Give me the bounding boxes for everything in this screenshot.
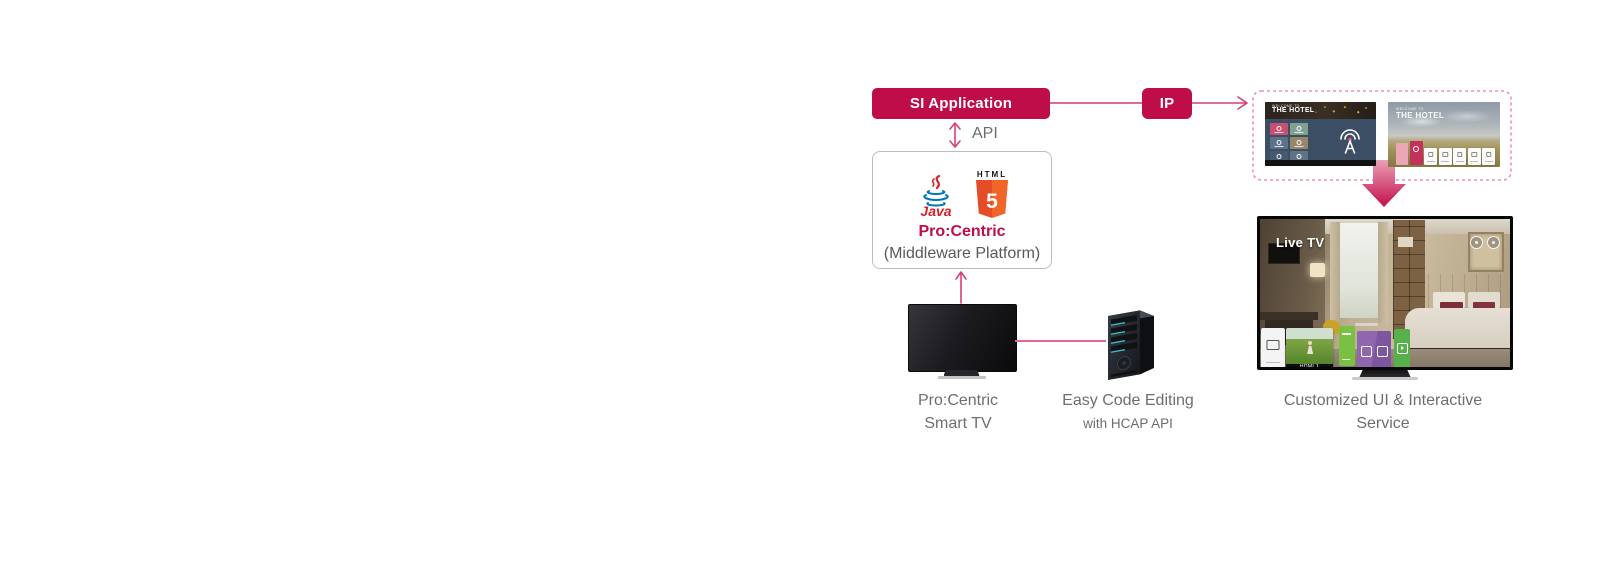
connector-si-to-ip: [1050, 102, 1142, 104]
welcome-label: WELCOME TO: [1272, 104, 1300, 108]
middleware-box: Java HTML 5 Pro:Centric (Middleware Plat…: [872, 151, 1052, 269]
ip-node: IP: [1142, 88, 1192, 119]
app-tile-green: [1339, 326, 1355, 366]
java-label: Java: [920, 203, 952, 219]
middleware-subtitle: (Middleware Platform): [883, 245, 1041, 262]
launcher-tile: [1467, 148, 1481, 165]
hotel-landscape-screen: WELCOME TO THE HOTEL: [1388, 102, 1500, 167]
menu-tile: [1270, 137, 1288, 149]
hdmi-label: HDMI 1: [1286, 364, 1333, 367]
app-icon: [1360, 346, 1372, 357]
si-application-label: SI Application: [909, 95, 1013, 112]
caption-line: with HCAP API: [1083, 416, 1173, 431]
java-logo: Java: [912, 175, 960, 218]
caption-code-editing: Easy Code Editing with HCAP API: [1028, 389, 1228, 435]
caption-line: Pro:Centric: [917, 392, 999, 409]
logo-row: Java HTML 5: [912, 160, 1012, 218]
caption-line: Smart TV: [924, 415, 992, 432]
launcher-tile-row: [1396, 141, 1495, 165]
caption-line: Easy Code Editing: [1062, 392, 1194, 409]
app-tile-purple: [1357, 331, 1391, 367]
menu-tile: [1270, 123, 1288, 135]
server-tower-icon: [1108, 310, 1154, 380]
si-application-node: SI Application: [872, 88, 1050, 119]
tv-input-tile: [1261, 328, 1285, 367]
svg-text:5: 5: [986, 190, 998, 213]
ip-label: IP: [1159, 95, 1175, 112]
hotel-title: THE HOTEL: [1272, 107, 1315, 114]
play-icon: [1396, 343, 1408, 354]
antenna-icon: [1340, 129, 1360, 154]
screen-control-icons: [1470, 236, 1500, 249]
launcher-tile: [1453, 148, 1466, 165]
caption-customized-ui: Customized UI & Interactive Service: [1273, 389, 1493, 435]
launcher-tile: [1424, 148, 1437, 165]
hdmi-preview-tile: HDMI 1: [1286, 328, 1333, 367]
hotel-menu-screen: WELCOME TO THE HOTEL: [1265, 102, 1376, 166]
right-arrow-icon: [1192, 96, 1248, 110]
caption-line: Customized UI & Interactive: [1283, 392, 1483, 409]
caption-line: Service: [1356, 415, 1410, 432]
tv-stand: [1359, 370, 1411, 378]
menu-tile: [1290, 137, 1308, 149]
welcome-label: WELCOME TO: [1396, 107, 1424, 111]
tv-screen: Live TV HDMI 1: [1257, 216, 1513, 370]
middleware-title: Pro:Centric: [918, 223, 1006, 240]
connector-tv-to-server: [1015, 340, 1106, 342]
hotel-menu-header: WELCOME TO THE HOTEL: [1265, 102, 1376, 119]
java-cup-icon: [923, 175, 949, 207]
dashed-group-border: [1252, 90, 1512, 181]
caption-smart-tv: Pro:Centric Smart TV: [858, 389, 1058, 435]
procentric-smart-tv: [908, 304, 1017, 382]
app-icon: [1376, 346, 1388, 357]
tv-stand: [943, 370, 980, 376]
html-label: HTML: [976, 170, 1008, 179]
tv-screen: [908, 304, 1017, 372]
customized-ui-tv: Live TV HDMI 1: [1257, 216, 1513, 382]
menu-bottom-bar: [1265, 160, 1376, 166]
tv-stand-base: [1352, 377, 1418, 380]
app-tile-media: [1394, 329, 1410, 367]
tv-stand-base: [937, 376, 986, 379]
api-label: API: [972, 125, 998, 142]
app-tile-row: HDMI 1: [1261, 326, 1509, 367]
preview-figure: [1307, 340, 1312, 345]
control-circle-icon: [1487, 236, 1500, 249]
launcher-tile: [1482, 148, 1495, 165]
launcher-tile-selected: [1409, 141, 1423, 165]
control-circle-icon: [1470, 236, 1483, 249]
launcher-tile: [1438, 148, 1452, 165]
double-arrow-icon: [949, 122, 961, 148]
html5-logo: HTML 5: [972, 170, 1012, 218]
menu-tile: [1290, 123, 1308, 135]
menu-tile-grid: [1270, 123, 1310, 163]
up-arrow-icon: [955, 271, 967, 304]
html5-shield-icon: 5: [976, 180, 1008, 218]
hotel-title: THE HOTEL: [1396, 111, 1445, 120]
down-arrow-icon: [1362, 160, 1406, 207]
live-tv-badge: Live TV: [1276, 235, 1325, 250]
launcher-tile: [1396, 143, 1408, 165]
